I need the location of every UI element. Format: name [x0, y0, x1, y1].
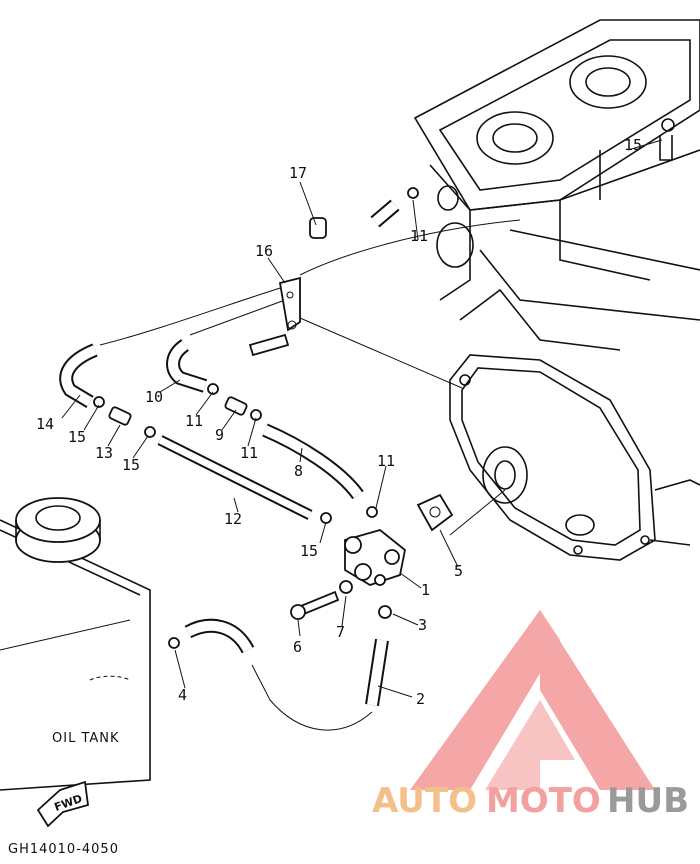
callout-11: 11 — [377, 452, 395, 470]
oil-tank-label: OIL TANK — [52, 731, 120, 746]
callout-15: 15 — [68, 428, 86, 446]
callout-4: 4 — [178, 686, 187, 704]
watermark-auto: AUTO — [372, 781, 477, 821]
callout-2: 2 — [416, 690, 425, 708]
label-leaders — [61, 139, 663, 698]
callout-16: 16 — [255, 242, 273, 260]
callout-15: 15 — [122, 456, 140, 474]
callout-15: 15 — [300, 542, 318, 560]
reference-lines — [99, 219, 521, 536]
callout-11: 11 — [240, 444, 258, 462]
engine-block — [413, 19, 700, 351]
callout-1: 1 — [421, 581, 430, 599]
callout-13: 13 — [95, 444, 113, 462]
oil-tank — [0, 497, 151, 791]
callout-labels: 17 16 11 15 14 15 13 15 10 11 9 11 8 12 … — [36, 136, 642, 708]
watermark-logo — [410, 610, 655, 790]
callout-14: 14 — [36, 415, 54, 433]
callout-17: 17 — [289, 164, 307, 182]
callout-15: 15 — [624, 136, 642, 154]
fwd-arrow — [36, 780, 89, 828]
callout-11: 11 — [185, 412, 203, 430]
callout-8: 8 — [294, 462, 303, 480]
hoses — [59, 199, 400, 731]
diagram-code: GH14010-4050 — [8, 842, 119, 857]
callout-6: 6 — [293, 638, 302, 656]
watermark-text: AUTO MOTO HUB — [372, 781, 689, 821]
crankcase-cover — [449, 354, 700, 561]
callout-12: 12 — [224, 510, 242, 528]
callout-7: 7 — [336, 623, 345, 641]
bracket-16 — [248, 276, 301, 357]
callout-9: 9 — [215, 426, 224, 444]
fittings — [93, 187, 419, 649]
watermark-moto: MOTO — [486, 781, 601, 821]
callout-11: 11 — [410, 227, 428, 245]
callout-10: 10 — [145, 388, 163, 406]
callout-5: 5 — [454, 562, 463, 580]
oil-pump — [290, 493, 454, 620]
callout-3: 3 — [418, 616, 427, 634]
watermark-hub: HUB — [607, 781, 689, 821]
